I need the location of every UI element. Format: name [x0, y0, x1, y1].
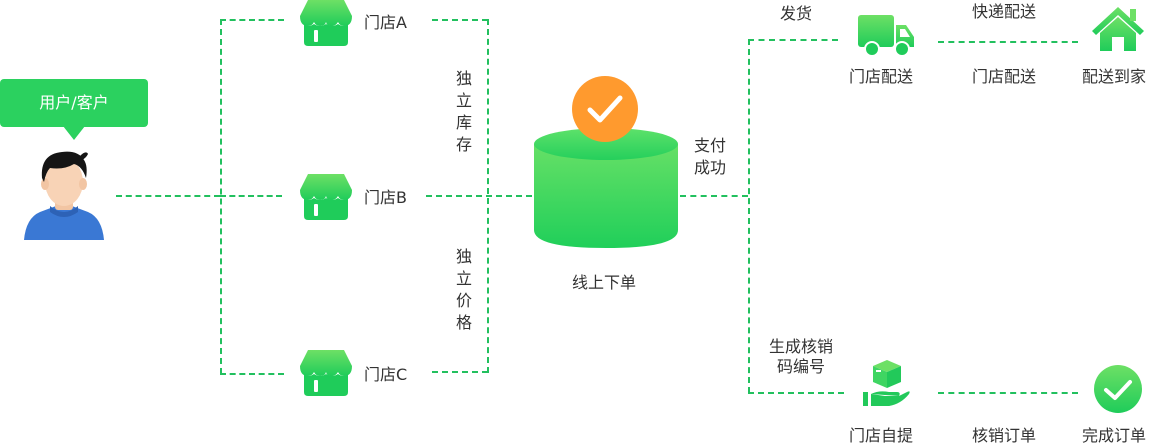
connector-store-c-left	[220, 373, 284, 375]
check-circle-icon	[572, 76, 638, 142]
code-label: 生成核销 码编号	[769, 337, 833, 377]
express-delivery-label: 快递配送	[972, 2, 1037, 21]
customer-label: 用户/客户	[39, 93, 109, 112]
home-delivery-label: 配送到家	[1082, 67, 1147, 86]
verify-order-label: 核销订单	[972, 426, 1037, 445]
store-b-label: 门店B	[364, 188, 407, 207]
connector-store-c-right	[432, 371, 488, 373]
store-delivery-route-label: 门店配送	[972, 67, 1037, 86]
self-pickup-label: 门店自提	[849, 426, 914, 445]
connector-ship	[748, 39, 838, 41]
code-label-line1: 生成核销	[769, 337, 834, 356]
store-delivery-label: 门店配送	[849, 67, 914, 86]
code-label-line2: 码编号	[777, 357, 826, 376]
connector-pickup	[748, 392, 844, 394]
connector-store-a-right	[432, 19, 488, 21]
home-icon	[1092, 7, 1144, 51]
customer-label-bubble: 用户/客户	[0, 79, 148, 140]
store-icon	[300, 350, 352, 396]
order-label: 线上下单	[572, 273, 637, 292]
payment-status-text: 支付成功	[694, 136, 727, 177]
connector-stores-b	[220, 195, 282, 197]
ship-label: 发货	[780, 4, 813, 23]
connector-store-b-right	[426, 195, 532, 197]
hand-package-icon	[863, 360, 910, 406]
connector-customer-stores	[116, 195, 220, 197]
feature-inventory-label: 独立库存	[455, 69, 472, 154]
connector-stores-left-vertical	[220, 19, 222, 374]
connector-delivery-home	[938, 41, 1078, 43]
complete-order-label: 完成订单	[1082, 426, 1147, 445]
store-c-label: 门店C	[364, 365, 408, 384]
connector-store-a-left	[220, 19, 284, 21]
feature-pricing-label: 独立价格	[455, 247, 472, 332]
store-icon	[300, 174, 352, 220]
store-icon	[300, 0, 352, 46]
connector-stores-right-vertical	[487, 19, 489, 373]
payment-status-label: 支付成功	[694, 135, 732, 179]
connector-order-right	[680, 195, 748, 197]
store-a-label: 门店A	[364, 13, 407, 32]
database-cylinder-icon	[534, 128, 678, 248]
connector-fulfillment-vertical	[748, 39, 750, 393]
connector-pickup-complete	[938, 392, 1078, 394]
complete-check-icon	[1094, 365, 1142, 413]
truck-icon	[858, 15, 914, 57]
user-avatar-icon	[24, 151, 104, 240]
